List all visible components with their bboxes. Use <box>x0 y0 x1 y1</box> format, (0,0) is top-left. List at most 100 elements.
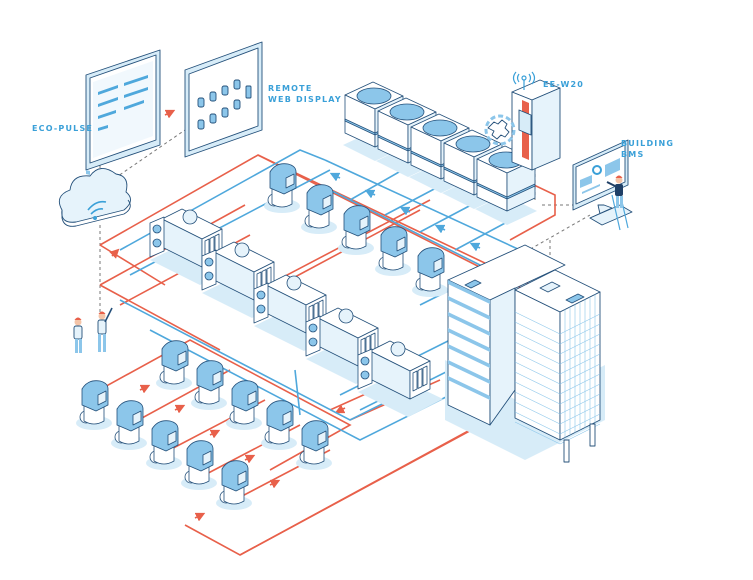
chiller-flange <box>305 315 321 357</box>
building <box>445 244 605 463</box>
terminal-box <box>212 370 222 386</box>
motor-top <box>266 400 294 410</box>
pump <box>264 163 300 213</box>
motor-top <box>186 440 214 450</box>
terminal-box <box>167 430 177 446</box>
pump <box>216 460 252 510</box>
window-row <box>514 371 561 395</box>
terminal-box <box>237 470 247 486</box>
window-row <box>514 331 561 355</box>
chillers <box>149 208 443 417</box>
fan-opening <box>356 87 392 105</box>
nozzle <box>152 238 162 248</box>
label-remote-web-display-line1: REMOTE <box>268 84 313 93</box>
terminal-box <box>359 215 369 231</box>
nozzle <box>256 304 266 314</box>
motor-top <box>116 400 144 410</box>
label-ee-w20: EE-W20 <box>543 80 585 89</box>
window-row <box>514 381 561 405</box>
nozzle <box>360 356 370 366</box>
terminal-box <box>202 450 212 466</box>
pump <box>296 420 332 470</box>
compressor <box>338 308 354 324</box>
motor-top <box>343 205 371 215</box>
nozzle <box>204 257 214 267</box>
shadow <box>358 375 443 417</box>
terminal-box <box>177 350 187 366</box>
technician-bms <box>606 175 623 208</box>
remote-web-display-monitor <box>184 41 263 158</box>
label-remote-web-display: REMOTE WEB DISPLAY <box>268 83 342 105</box>
pumps <box>76 163 448 510</box>
floor-band <box>448 312 490 336</box>
terminal-box <box>247 390 257 406</box>
chiller-flange <box>253 282 269 324</box>
technician-2 <box>97 307 113 352</box>
ee-w20-controller <box>484 71 561 171</box>
pump <box>181 440 217 490</box>
window-row <box>514 341 561 365</box>
pump <box>338 205 374 255</box>
control-panel <box>422 365 428 387</box>
window-row <box>514 401 561 425</box>
pump <box>76 380 112 430</box>
pump <box>412 247 448 297</box>
fan-opening <box>422 119 458 137</box>
nozzle <box>308 337 318 347</box>
pump <box>156 340 192 390</box>
tower-band <box>506 183 536 200</box>
motor-top <box>380 226 408 236</box>
window-row <box>514 311 561 335</box>
window-row <box>514 391 561 415</box>
nozzle <box>360 370 370 380</box>
floor-band <box>448 360 490 384</box>
chiller-flange <box>201 249 217 291</box>
fan-opening <box>455 135 491 153</box>
floor-band <box>448 328 490 352</box>
gear-icon <box>484 114 516 146</box>
motor-top <box>301 420 329 430</box>
window-row <box>514 411 561 435</box>
motor-top <box>161 340 189 350</box>
pump <box>111 400 147 450</box>
pump <box>226 380 262 430</box>
label-eco-pulse: ECO-PULSE <box>32 124 94 133</box>
pump <box>375 226 411 276</box>
terminal-box <box>285 173 295 189</box>
terminal-box <box>396 236 406 252</box>
motor-top <box>231 380 259 390</box>
floor-band <box>448 296 490 320</box>
control-panel <box>412 370 418 392</box>
terminal-box <box>282 410 292 426</box>
label-remote-web-display-line2: WEB DISPLAY <box>268 95 342 104</box>
pump <box>191 360 227 410</box>
technician-1 <box>73 317 83 353</box>
compressor <box>182 209 198 225</box>
pump <box>301 184 337 234</box>
chiller-flange <box>357 348 373 390</box>
motor-top <box>417 247 445 257</box>
label-building-bms-line1: BUILDING <box>621 139 675 148</box>
terminal-box <box>433 257 443 273</box>
motor-top <box>221 460 249 470</box>
nozzle <box>152 224 162 234</box>
window-row <box>514 361 561 385</box>
window-row <box>514 321 561 345</box>
window-row <box>514 421 561 445</box>
motor-top <box>196 360 224 370</box>
label-building-bms: BUILDING BMS <box>621 138 674 160</box>
motor-top <box>269 163 297 173</box>
motor-top <box>306 184 334 194</box>
control-panel <box>417 368 423 389</box>
fan-opening <box>389 103 425 121</box>
terminal-box <box>132 410 142 426</box>
floor-band <box>448 280 490 304</box>
nozzle <box>256 290 266 300</box>
pump <box>146 420 182 470</box>
bms-workstation <box>572 139 633 231</box>
motor-top <box>81 380 109 390</box>
chiller-flange <box>149 216 165 258</box>
pump <box>261 400 297 450</box>
compressor <box>286 275 302 291</box>
